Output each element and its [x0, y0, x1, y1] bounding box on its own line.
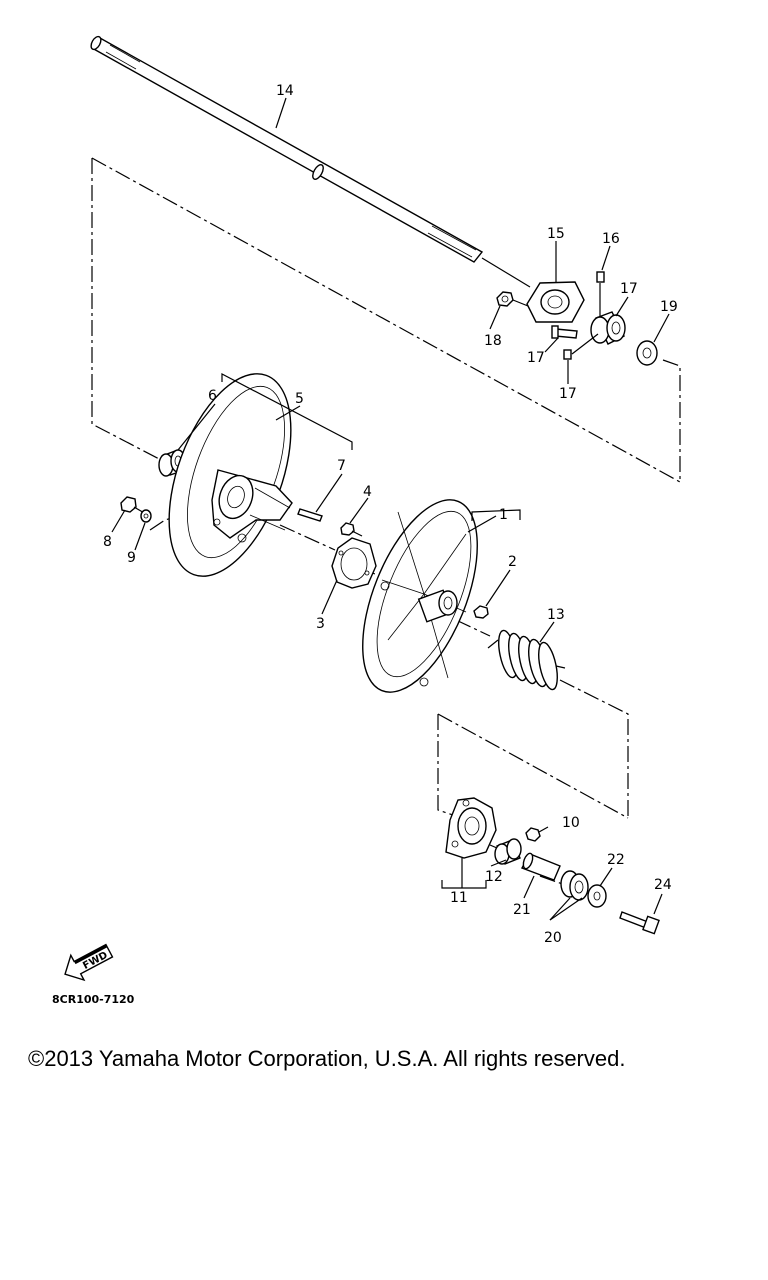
- part-5-fixed-sheave: [168, 373, 293, 577]
- part-2-screw: [473, 605, 489, 619]
- part-15-housing: [526, 281, 585, 323]
- part-22-sleeve: [520, 852, 561, 881]
- part-7-stud: [297, 508, 323, 522]
- callout-labels: 14 15 16 17 19 18 17 17 6 5 7 4 1 8 9 2 …: [103, 83, 678, 946]
- diagram-code: 8CR100-7120: [52, 993, 135, 1006]
- callout-21: 20: [544, 930, 562, 946]
- callout-4: 4: [363, 484, 372, 500]
- callout-10: 10: [562, 815, 580, 831]
- callout-22: 21: [513, 902, 531, 918]
- copyright-text: ©2013 Yamaha Motor Corporation, U.S.A. A…: [28, 1046, 625, 1071]
- part-13-spring: [487, 629, 566, 691]
- callout-8: 8: [103, 534, 112, 550]
- part-14-shaft: [90, 35, 531, 288]
- part-18-bolt: [551, 325, 578, 339]
- callout-1: 1: [499, 507, 508, 523]
- callout-14: 14: [276, 83, 294, 99]
- callout-7: 7: [337, 458, 346, 474]
- callout-16: 17: [620, 281, 638, 297]
- part-4-bolt: [340, 522, 363, 537]
- part-16-bearing: [590, 311, 626, 345]
- part-11-cam: [445, 797, 497, 859]
- part-10-nut: [525, 826, 549, 842]
- callout-6: 6: [208, 388, 217, 404]
- part-19-nut: [496, 291, 529, 307]
- callout-5: 5: [295, 391, 304, 407]
- part-21-bushings: [560, 870, 589, 901]
- callout-3: 3: [316, 616, 325, 632]
- fwd-arrow-icon: FWD: [64, 943, 114, 982]
- callout-17-top: 16: [602, 231, 620, 247]
- leader-lines: [111, 97, 670, 921]
- callout-20: 19: [660, 299, 678, 315]
- callout-11: 11: [450, 890, 468, 906]
- callout-23: 22: [607, 852, 625, 868]
- part-1-movable-sheave: [362, 499, 478, 693]
- part-12-bushing: [494, 838, 522, 865]
- part-23-washer: [587, 884, 607, 908]
- part-24-bolt: [619, 911, 660, 935]
- callout-19: 18: [484, 333, 502, 349]
- callout-9: 9: [127, 550, 136, 566]
- callout-2: 2: [508, 554, 517, 570]
- assembly-lines: [91, 157, 681, 887]
- part-17-set-screws: [563, 271, 605, 360]
- part-20-washer: [636, 340, 658, 366]
- callout-18: 17: [527, 350, 545, 366]
- callout-24: 24: [654, 877, 672, 893]
- part-9-washer: [140, 509, 152, 523]
- callout-13: 13: [547, 607, 565, 623]
- callout-15: 15: [547, 226, 565, 242]
- callout-17-bottom: 17: [559, 386, 577, 402]
- part-3-plate: [331, 537, 377, 589]
- callout-12: 12: [485, 869, 503, 885]
